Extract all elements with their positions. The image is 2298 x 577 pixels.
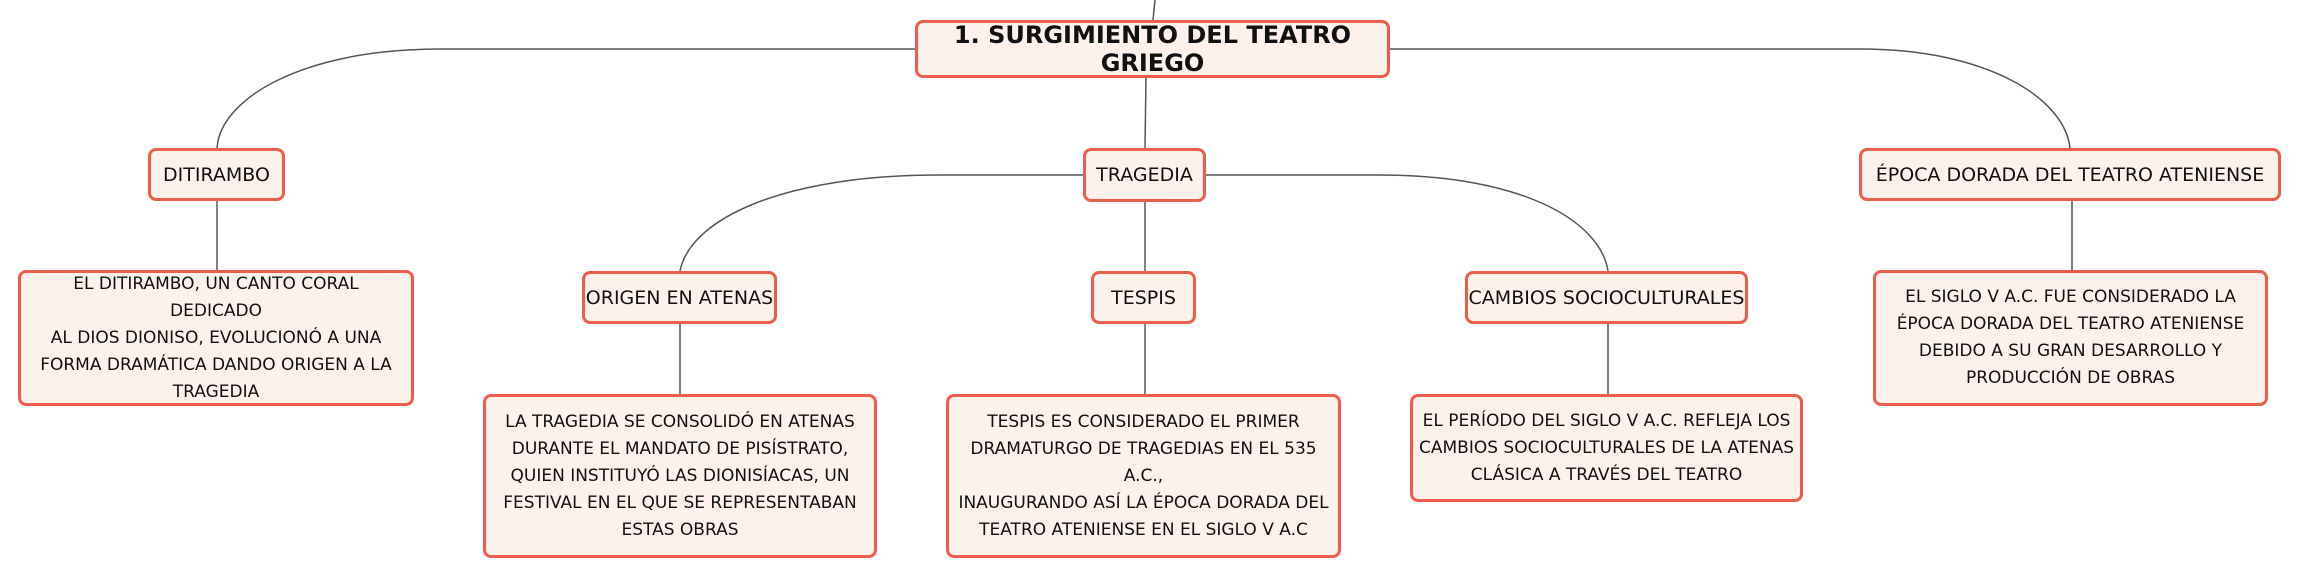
origen-description[interactable]: LA TRAGEDIA SE CONSOLIDÓ EN ATENAS DURAN… bbox=[483, 394, 877, 558]
connector-root-tragedia bbox=[1144, 76, 1147, 149]
connector-root-ditirambo bbox=[216, 48, 915, 149]
root-node[interactable]: 1. SURGIMIENTO DEL TEATRO GRIEGO bbox=[915, 20, 1390, 78]
topic-epoca-dorada[interactable]: ÉPOCA DORADA DEL TEATRO ATENIENSE bbox=[1859, 148, 2281, 201]
topic-ditirambo[interactable]: DITIRAMBO bbox=[148, 148, 285, 201]
subtopic-cambios-socioculturales[interactable]: CAMBIOS SOCIOCULTURALES bbox=[1465, 271, 1748, 324]
subtopic-origen-en-atenas[interactable]: ORIGEN EN ATENAS bbox=[582, 271, 777, 324]
subtopic-tespis[interactable]: TESPIS bbox=[1091, 271, 1196, 324]
connector-root-epoca bbox=[1390, 48, 2071, 149]
tespis-description[interactable]: TESPIS ES CONSIDERADO EL PRIMER DRAMATUR… bbox=[946, 394, 1341, 558]
connector-tragedia-origen bbox=[679, 174, 1084, 272]
cambios-description[interactable]: EL PERÍODO DEL SIGLO V A.C. REFLEJA LOS … bbox=[1410, 394, 1803, 502]
connector-tragedia-cambios bbox=[1206, 174, 1609, 272]
epoca-dorada-description[interactable]: EL SIGLO V A.C. FUE CONSIDERADO LA ÉPOCA… bbox=[1873, 270, 2268, 406]
topic-tragedia[interactable]: TRAGEDIA bbox=[1083, 148, 1206, 202]
ditirambo-description[interactable]: EL DITIRAMBO, UN CANTO CORAL DEDICADO AL… bbox=[18, 270, 414, 406]
connector-root-parent bbox=[1152, 0, 1156, 21]
